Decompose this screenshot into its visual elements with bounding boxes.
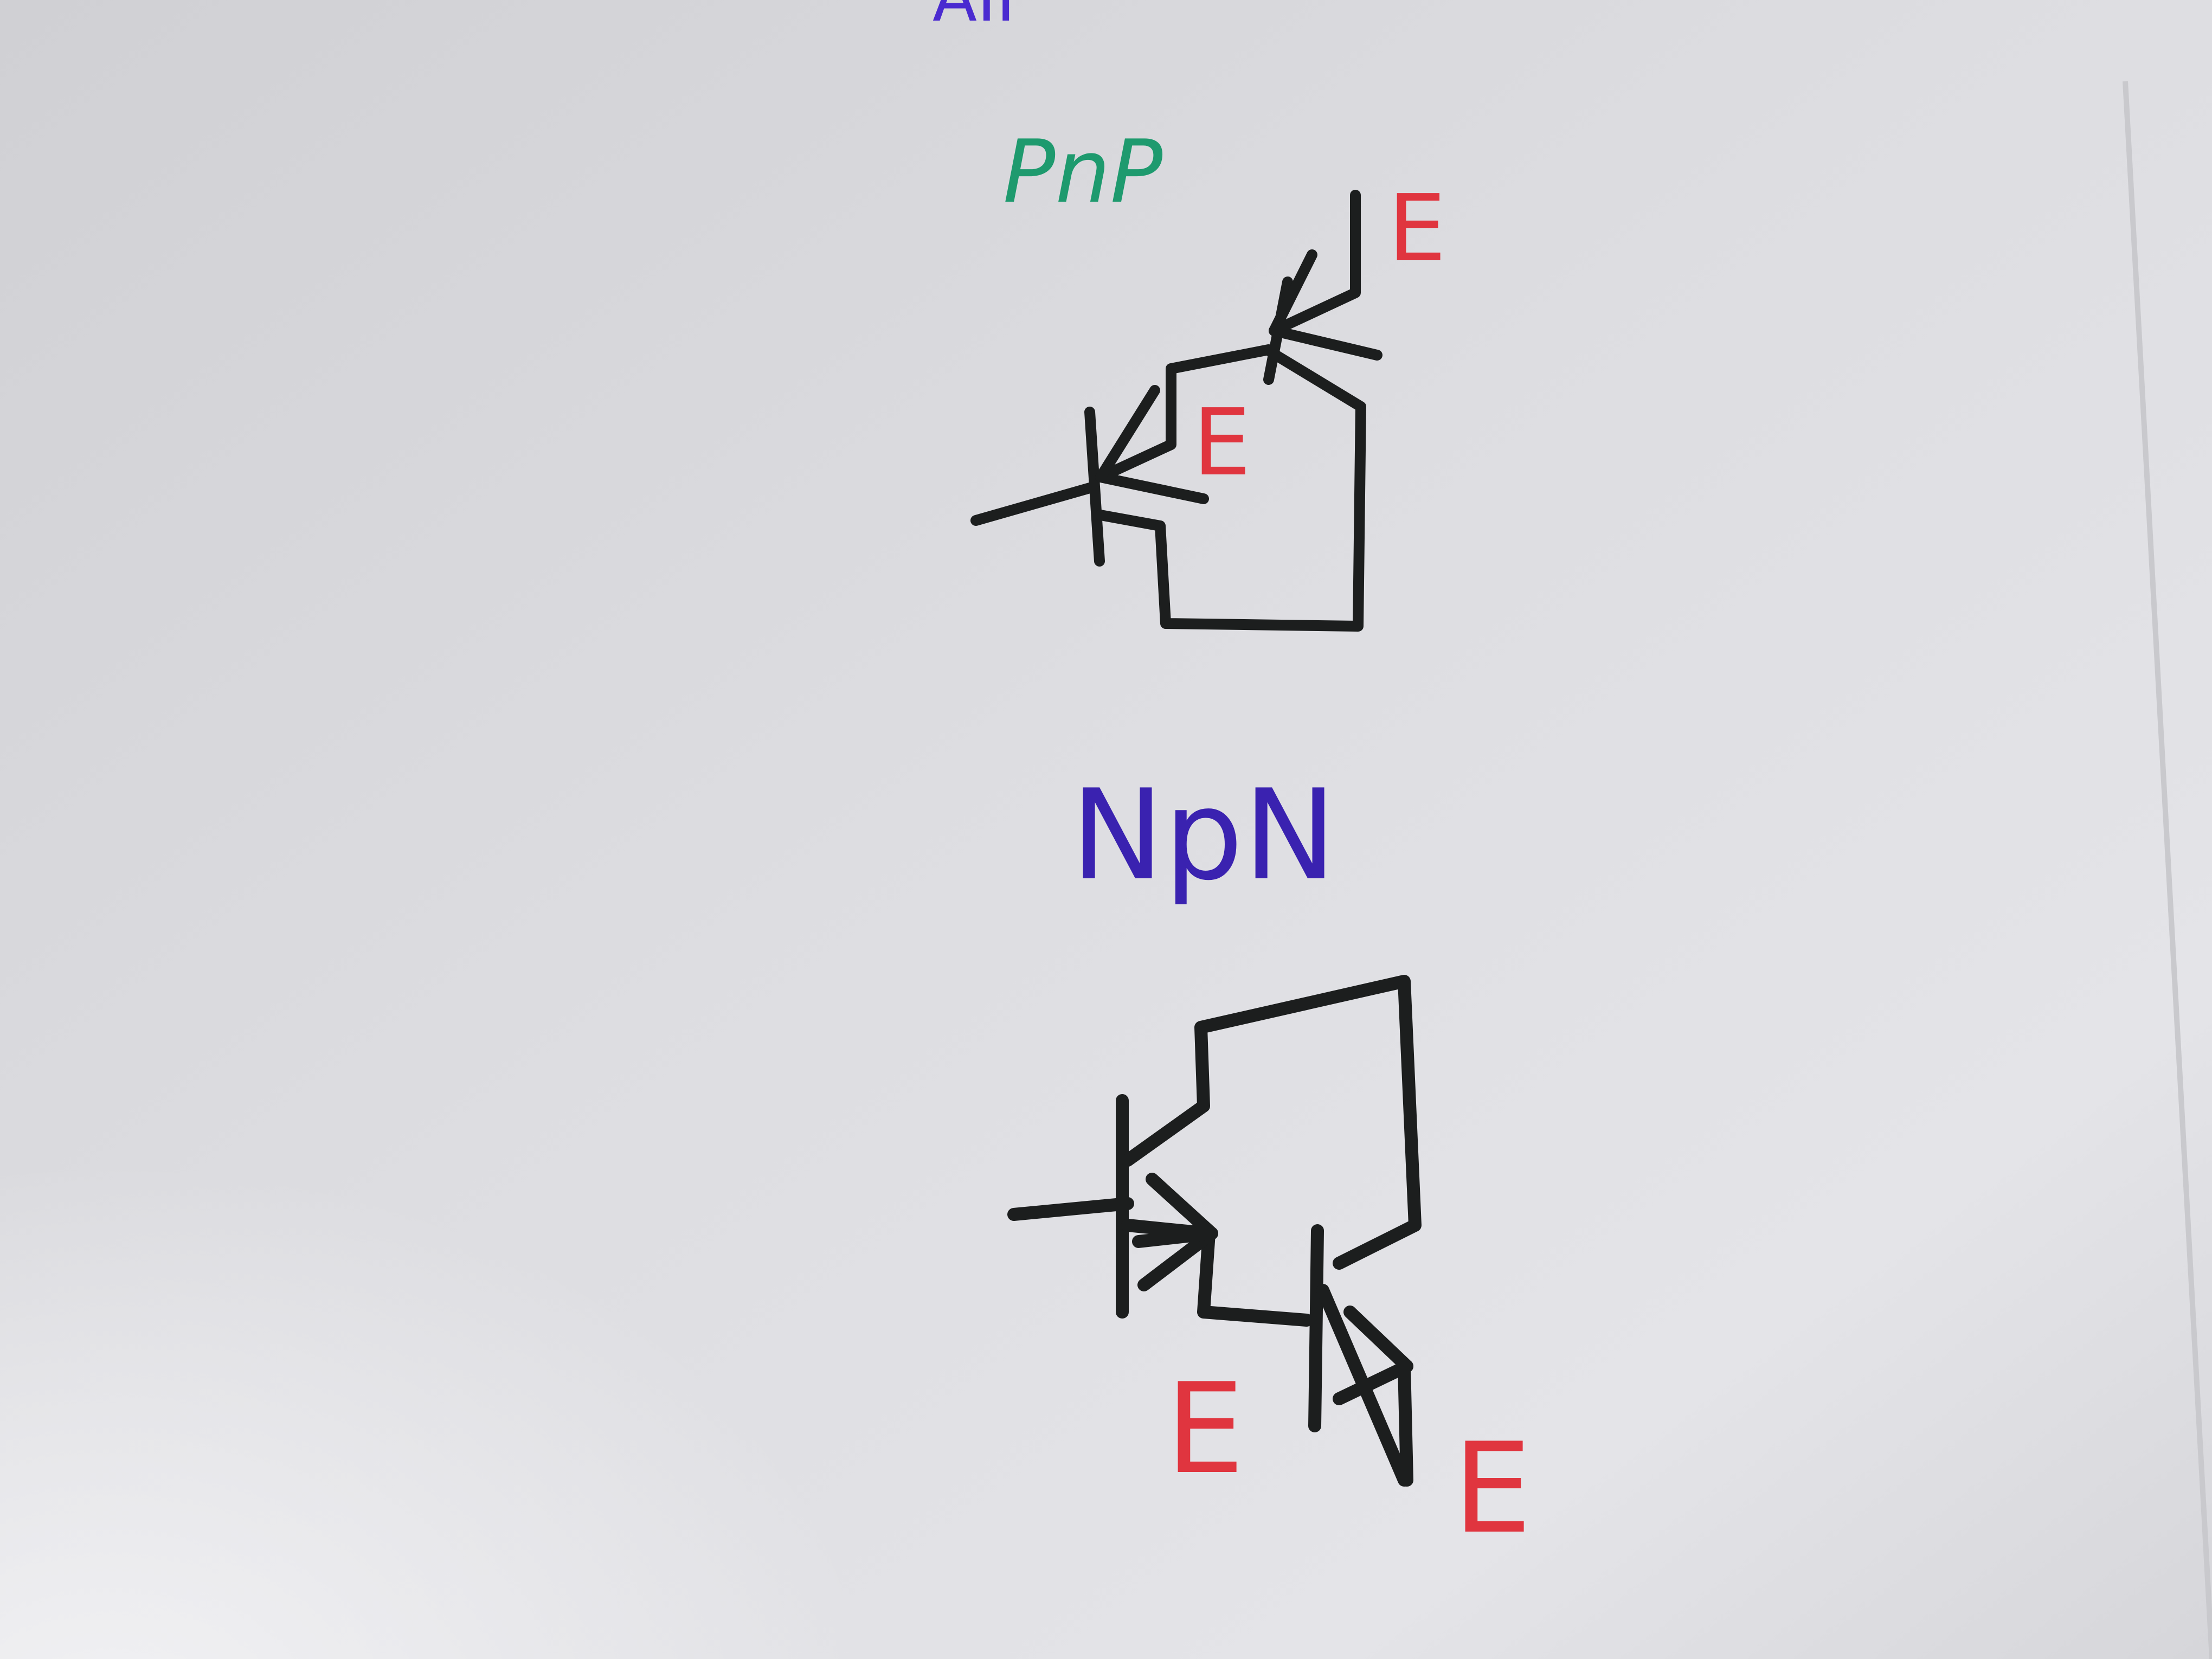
pnp2-arrow-a: [1269, 325, 1382, 361]
npn1-arrow-b: [1137, 1227, 1218, 1291]
pnp-darlington-symbol: [970, 190, 1382, 632]
npn1-base-lead: [1007, 1197, 1134, 1221]
npn1-arrow-c: [1132, 1227, 1218, 1248]
sheet-edge: [2123, 81, 2212, 1659]
pnp-emitter-label-outer: E: [1388, 175, 1446, 282]
pnp-emitter-label-inner: E: [1193, 389, 1251, 497]
pnp1-arrow-a: [1095, 472, 1209, 504]
pnp1-base-lead: [970, 483, 1095, 526]
npn1-emitter-lead: [1121, 1219, 1313, 1327]
npn-emitter-label-left: E: [1166, 1357, 1244, 1502]
pnp1-emitter-lead: [1095, 344, 1274, 483]
npn2-base-bar: [1308, 1224, 1324, 1432]
top-heading: AII: [933, 0, 1015, 36]
npn-emitter-label-right: E: [1453, 1417, 1532, 1561]
npn-section: NpN E E: [1007, 763, 1532, 1561]
npn-darlington-symbol: [1007, 975, 1422, 1487]
npn2-arrow-b: [1333, 1360, 1413, 1405]
npn-heading: NpN: [1071, 763, 1336, 908]
npn2-arrow-a: [1343, 1306, 1413, 1373]
npn2-emitter-tail: [1398, 1360, 1413, 1487]
pnp1-base-bar: [1084, 407, 1105, 567]
pnp-section: PnP E E: [970, 121, 1446, 632]
pnp-heading: PnP: [1003, 121, 1163, 222]
pnp1-collector-loop: [1095, 347, 1366, 632]
pnp1-arrow-b: [1095, 385, 1160, 483]
npn1-arrow-a: [1146, 1173, 1218, 1240]
pnp2-arrow-b: [1269, 249, 1317, 336]
pnp2-emitter-lead: [1269, 190, 1361, 336]
npn1-collector-loop: [1121, 975, 1422, 1270]
